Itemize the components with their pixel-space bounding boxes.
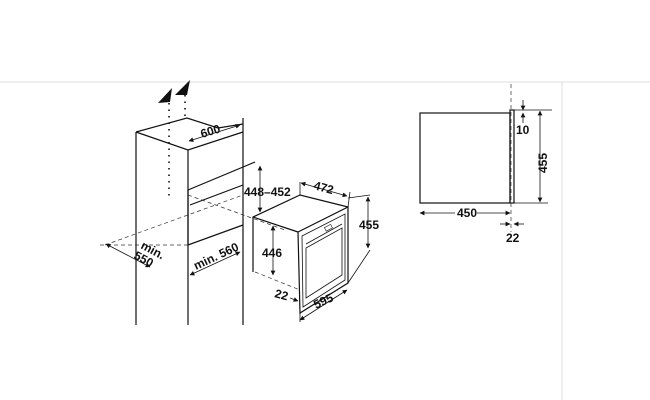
vent-arrow-icon — [175, 80, 190, 95]
dim-side-depth: 450 — [457, 206, 477, 220]
dim-oven-depth: 472 — [312, 178, 335, 197]
dim-front-panel: 22 — [273, 286, 290, 303]
dim-side-front-panel: 22 — [506, 231, 520, 245]
dim-oven-body-height: 446 — [262, 246, 282, 260]
ventilation-arrows — [158, 80, 190, 197]
dim-niche-height: 448–452 — [244, 185, 291, 199]
dim-oven-height: 455 — [359, 218, 379, 232]
side-view — [419, 84, 552, 232]
vent-arrow-icon — [158, 88, 172, 103]
dim-niche-width: min. 560 — [191, 240, 241, 273]
dim-side-height: 455 — [536, 153, 550, 173]
dim-cabinet-width: 600 — [199, 122, 223, 141]
tall-cabinet — [100, 117, 286, 325]
dim-side-top-offset: 10 — [516, 123, 530, 137]
